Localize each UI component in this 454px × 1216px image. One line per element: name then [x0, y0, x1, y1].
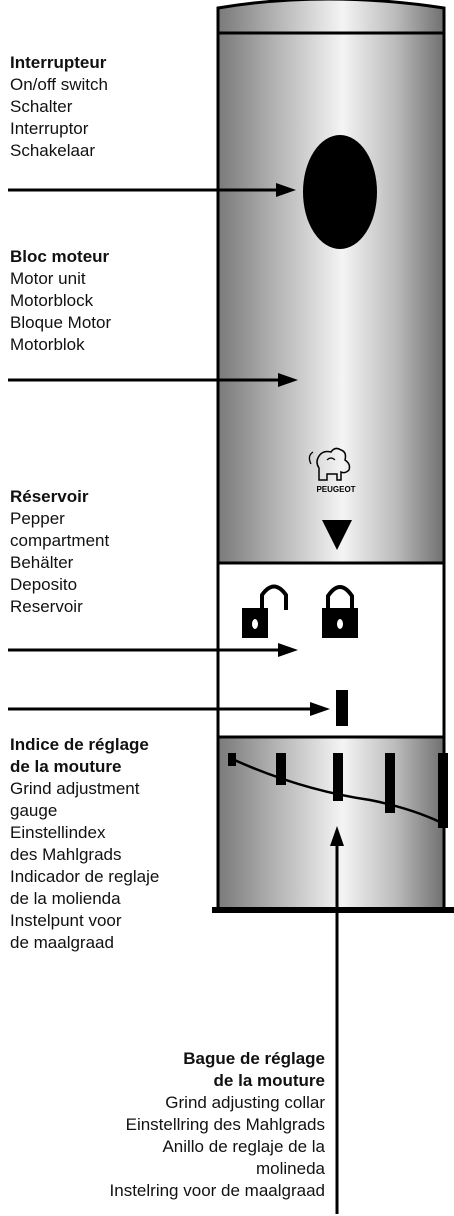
label-switch: Interrupteur On/off switch Schalter Inte… — [10, 52, 108, 162]
label-collar-line: Instelring voor de maalgraad — [109, 1181, 325, 1200]
unlock-icon — [242, 584, 288, 638]
label-collar: Bague de réglage de la mouture Grind adj… — [110, 1048, 325, 1202]
label-collar-line: Einstellring des Mahlgrads — [125, 1115, 325, 1134]
label-collar-line: Anillo de reglaje de la — [162, 1137, 325, 1156]
peugeot-lion-logo — [308, 447, 351, 481]
label-reservoir-line: Reservoir — [10, 597, 83, 616]
arrow-switch — [8, 183, 296, 197]
label-index-line: Grind adjustment — [10, 779, 140, 798]
lock-icon — [322, 585, 358, 638]
label-motor-line: Motor unit — [10, 269, 86, 288]
arrow-index — [8, 702, 330, 716]
label-reservoir-line: Behälter — [10, 553, 74, 572]
gauge-tick-4 — [385, 753, 395, 813]
label-reservoir-line: compartment — [10, 531, 110, 550]
label-motor: Bloc moteur Motor unit Motorblock Bloque… — [10, 246, 111, 356]
label-index-line: Instelpunt voor — [10, 911, 122, 930]
label-switch-line: Schakelaar — [10, 141, 96, 160]
label-motor-title: Bloc moteur — [10, 247, 110, 266]
label-index-title: Indice de réglage — [10, 735, 149, 754]
arrow-motor — [8, 373, 298, 387]
label-reservoir-line: Pepper — [10, 509, 65, 528]
label-switch-title: Interrupteur — [10, 53, 107, 72]
label-reservoir-line: Deposito — [10, 575, 78, 594]
label-collar-title: Bague de réglage — [183, 1049, 325, 1068]
grind-gauge-curve — [229, 756, 441, 824]
gauge-tick-3 — [333, 753, 343, 801]
label-motor-line: Motorblock — [10, 291, 94, 310]
label-collar-line: Grind adjusting collar — [165, 1093, 325, 1112]
on-off-switch[interactable] — [303, 135, 377, 249]
arrow-collar — [330, 826, 344, 1214]
label-collar-line: molineda — [256, 1159, 325, 1178]
label-index-line: des Mahlgrads — [10, 845, 122, 864]
label-switch-line: Interruptor — [10, 119, 89, 138]
label-index-line: de la molienda — [10, 889, 121, 908]
grind-index-marker — [336, 690, 348, 726]
grinder-top-cap — [216, 0, 446, 37]
gauge-tick-1 — [228, 753, 236, 766]
label-index-line: de maalgraad — [10, 933, 114, 952]
label-index-line: Einstellindex — [10, 823, 106, 842]
alignment-triangle — [322, 520, 352, 550]
gauge-tick-5 — [438, 753, 448, 828]
grind-adjusting-collar[interactable] — [216, 735, 446, 911]
label-index-line: Indicador de reglaje — [10, 867, 160, 886]
label-switch-line: Schalter — [10, 97, 73, 116]
label-motor-line: Bloque Motor — [10, 313, 112, 332]
label-motor-line: Motorblok — [10, 335, 85, 354]
label-index-line: gauge — [10, 801, 58, 820]
label-switch-line: On/off switch — [10, 75, 108, 94]
label-collar-title: de la mouture — [213, 1071, 325, 1090]
gauge-tick-2 — [276, 753, 286, 785]
grinder-motor-body — [216, 31, 446, 565]
label-reservoir: Réservoir Pepper compartment Behälter De… — [10, 486, 109, 618]
label-index-title: de la mouture — [10, 757, 122, 776]
label-index: Indice de réglage de la mouture Grind ad… — [10, 734, 159, 954]
label-reservoir-title: Réservoir — [10, 487, 89, 506]
arrow-reservoir — [8, 643, 298, 657]
brand-wordmark: PEUGEOT — [316, 485, 355, 494]
